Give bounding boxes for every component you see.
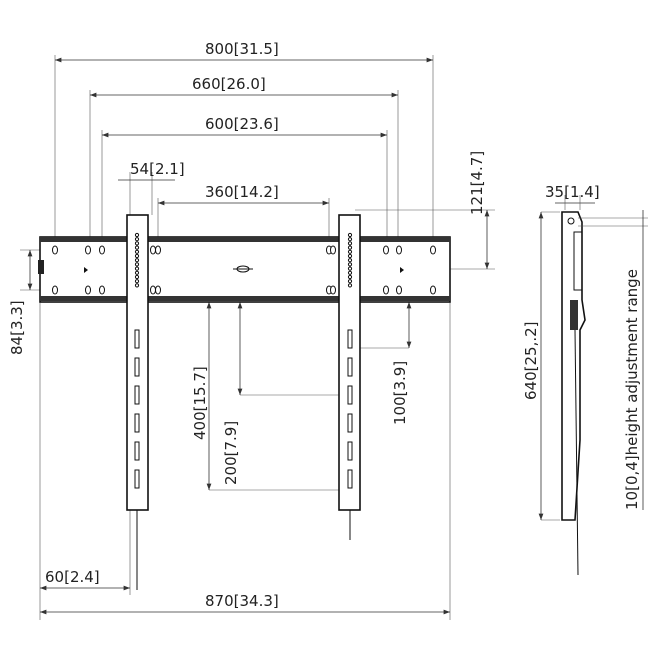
arm-slot bbox=[134, 469, 140, 489]
mounting-hole bbox=[430, 245, 436, 255]
arm-hole bbox=[347, 274, 353, 280]
dim-870-label: 870[34.3] bbox=[205, 592, 279, 610]
arm-hole bbox=[347, 262, 353, 267]
mounting-hole bbox=[85, 285, 91, 295]
arm-hole bbox=[134, 241, 140, 246]
arm-slot bbox=[347, 469, 353, 489]
arm-slot bbox=[347, 329, 353, 349]
arm-hole bbox=[134, 249, 140, 254]
arm-slot bbox=[134, 413, 140, 433]
arm-hole bbox=[134, 253, 140, 259]
dim-54-label: 54[2.1] bbox=[130, 160, 185, 178]
mounting-hole bbox=[99, 245, 105, 255]
arm-slot bbox=[134, 441, 140, 461]
dim-35-label: 35[1.4] bbox=[545, 183, 600, 201]
arm-hole bbox=[134, 283, 140, 288]
arm-hole bbox=[347, 270, 353, 275]
arm-slot bbox=[134, 357, 140, 377]
arm-hole bbox=[134, 237, 140, 242]
arm-slot bbox=[347, 413, 353, 433]
arm-hole bbox=[347, 241, 353, 246]
arm-hole bbox=[134, 245, 140, 250]
mounting-hole bbox=[99, 285, 105, 295]
arm-hole bbox=[134, 270, 140, 275]
arm-hole bbox=[347, 232, 353, 238]
arm-hole bbox=[347, 237, 353, 242]
dimension-lines bbox=[27, 57, 490, 615]
wall-rail bbox=[38, 236, 451, 303]
dim-121-label: 121[4.7] bbox=[468, 151, 486, 215]
mounting-hole bbox=[85, 245, 91, 255]
dim-100-label: 100[3.9] bbox=[391, 361, 409, 425]
mounting-hole bbox=[383, 285, 389, 295]
dim-600-label: 600[23.6] bbox=[205, 115, 279, 133]
arm-hole bbox=[347, 279, 353, 284]
arm-hole bbox=[347, 258, 353, 263]
mounting-hole bbox=[330, 285, 336, 295]
dim-60-label: 60[2.4] bbox=[45, 568, 100, 586]
dim-360-label: 360[14.2] bbox=[205, 183, 279, 201]
arm-hole bbox=[134, 274, 140, 280]
arm-slot bbox=[134, 329, 140, 349]
dim-660-label: 660[26.0] bbox=[192, 75, 266, 93]
mounting-hole bbox=[150, 245, 156, 255]
extension-lines bbox=[20, 55, 495, 620]
side-view bbox=[538, 195, 648, 576]
arm-hole bbox=[134, 258, 140, 263]
mounting-hole bbox=[396, 245, 402, 255]
arm-hole bbox=[134, 262, 140, 267]
arm-slot bbox=[347, 357, 353, 377]
mounting-hole bbox=[383, 245, 389, 255]
arm-slot bbox=[347, 441, 353, 461]
right-arm bbox=[338, 214, 361, 540]
arm-hole bbox=[134, 279, 140, 284]
mounting-hole bbox=[52, 245, 58, 255]
mounting-hole bbox=[396, 285, 402, 295]
dim-400-label: 400[15.7] bbox=[191, 366, 209, 440]
mounting-hole bbox=[155, 245, 161, 255]
arm-hole bbox=[347, 283, 353, 288]
arm-hole bbox=[134, 266, 140, 271]
dim-640-label: 640[25,.2] bbox=[522, 321, 540, 400]
dim-84-label: 84[3.3] bbox=[8, 300, 26, 355]
arm-hole bbox=[347, 245, 353, 250]
mounting-hole bbox=[330, 245, 336, 255]
mounting-hole bbox=[155, 285, 161, 295]
arm-hole bbox=[347, 249, 353, 254]
arm-hole bbox=[347, 253, 353, 259]
arm-hole bbox=[347, 266, 353, 271]
left-arm bbox=[126, 214, 149, 590]
arm-hole bbox=[134, 232, 140, 238]
mounting-hole bbox=[430, 285, 436, 295]
dim-200-label: 200[7.9] bbox=[222, 421, 240, 485]
arm-slot bbox=[134, 385, 140, 405]
dim-800-label: 800[31.5] bbox=[205, 40, 279, 58]
mounting-hole bbox=[52, 285, 58, 295]
mounting-hole bbox=[150, 285, 156, 295]
height-adjustment-label: 10[0,4]height adjustment range bbox=[623, 269, 641, 510]
arm-slot bbox=[347, 385, 353, 405]
